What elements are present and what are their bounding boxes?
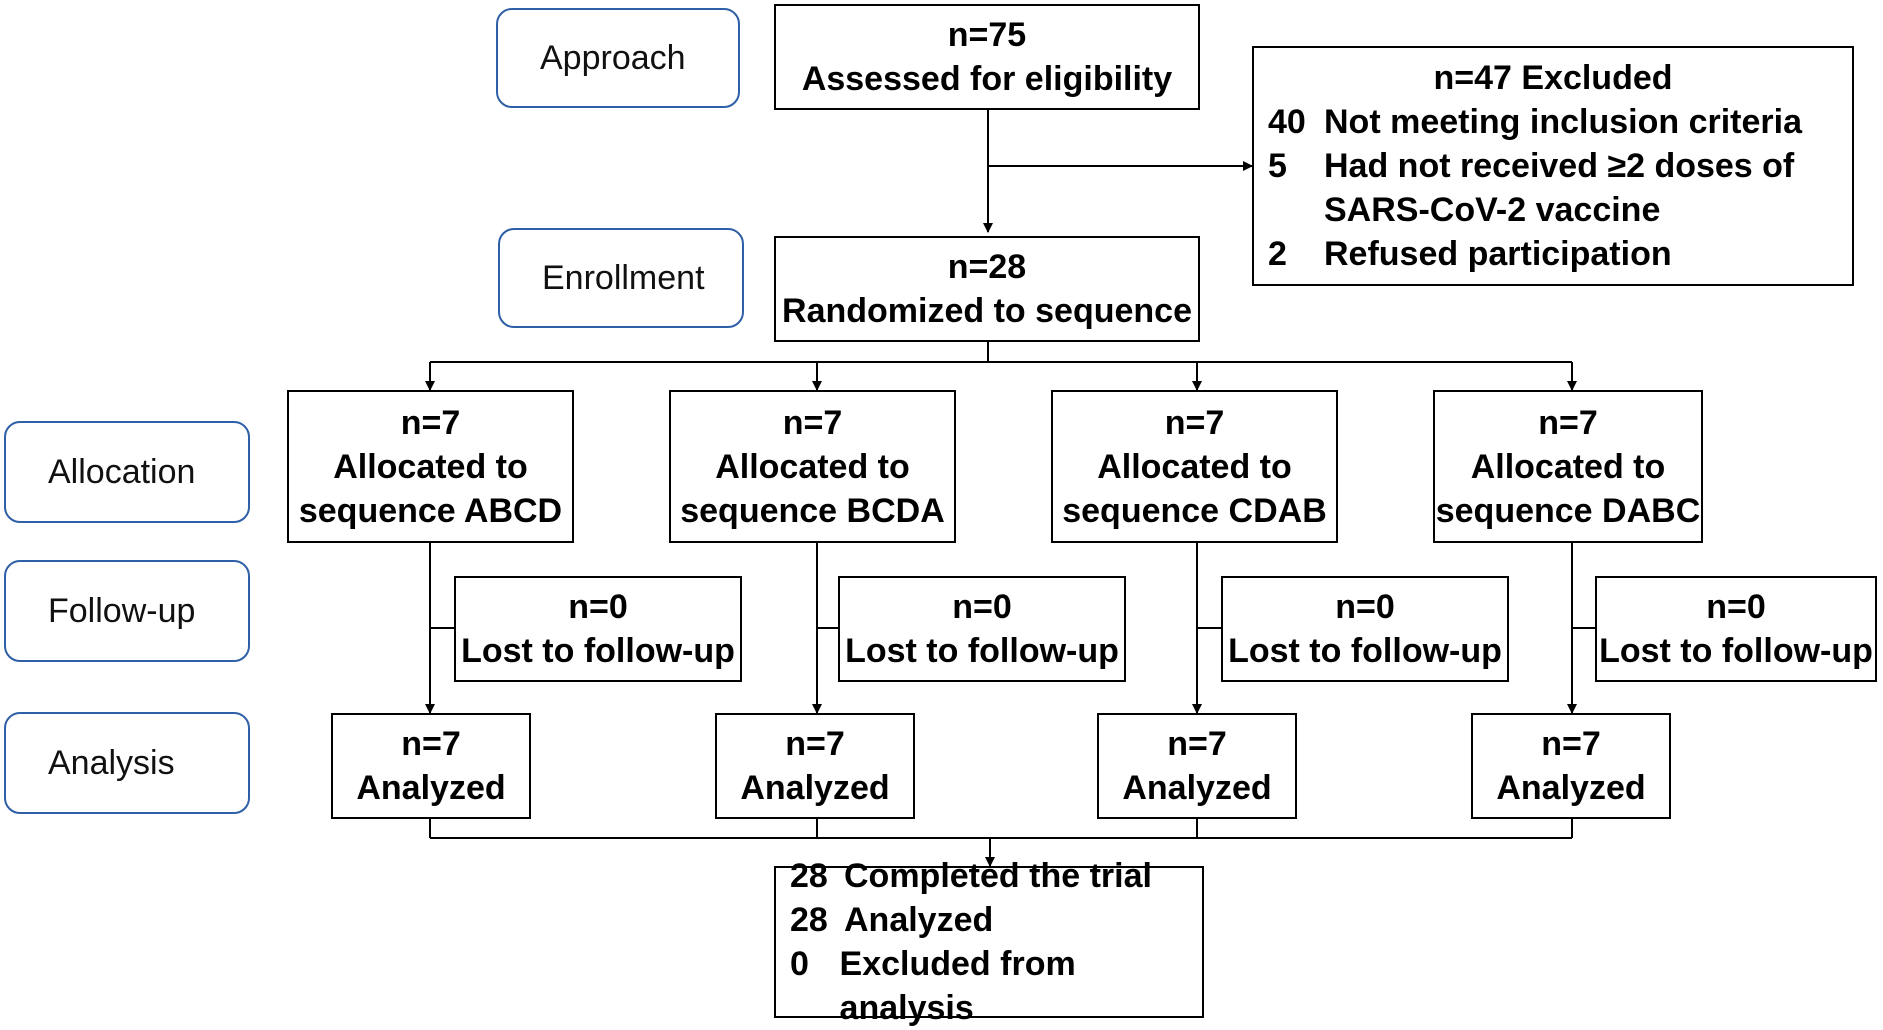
allocation-label: Allocated to [1097, 447, 1292, 486]
analysis-count: n=7 [1541, 725, 1601, 763]
allocation-box-dabc: n=7 Allocated to sequence DABC [1433, 390, 1703, 543]
assessed-count: n=75 [947, 16, 1027, 54]
analysis-box-dabc: n=7 Analyzed [1471, 713, 1671, 819]
allocation-box-bcda: n=7 Allocated to sequence BCDA [669, 390, 956, 543]
allocation-label: Allocated to [1470, 447, 1666, 486]
analysis-count: n=7 [1167, 725, 1227, 763]
randomized-count: n=28 [947, 248, 1027, 286]
allocation-sequence: sequence DABC [1435, 491, 1701, 530]
lost-label: Lost to follow-up [845, 632, 1119, 670]
lost-count: n=0 [1335, 588, 1395, 626]
excluded-title: n=47 Excluded [1433, 59, 1673, 97]
stage-enrollment: Enrollment [498, 228, 744, 328]
lost-label: Lost to follow-up [1599, 632, 1873, 670]
allocation-count: n=7 [400, 403, 461, 442]
final-summary-box: 28 Completed the trial 28 Analyzed 0 Exc… [774, 857, 1204, 1027]
stage-analysis: Analysis [4, 712, 250, 814]
allocation-sequence: sequence ABCD [298, 491, 563, 530]
lost-count: n=0 [568, 588, 628, 626]
lost-count: n=0 [1706, 588, 1766, 626]
stage-follow-up: Follow-up [4, 560, 250, 662]
lost-count: n=0 [952, 588, 1012, 626]
analysis-label: Analyzed [1496, 769, 1646, 807]
allocation-box-cdab: n=7 Allocated to sequence CDAB [1051, 390, 1338, 543]
excluded-item: SARS-CoV-2 vaccine [1324, 191, 1661, 229]
final-item: 0 Excluded from analysis [790, 945, 1076, 1027]
assessed-box: n=75 Assessed for eligibility [774, 4, 1200, 110]
final-item: 28 Completed the trial [790, 857, 1152, 895]
final-item: 28 Analyzed [790, 901, 994, 939]
analysis-label: Analyzed [356, 769, 506, 807]
allocation-sequence: sequence BCDA [680, 491, 945, 530]
excluded-item: 2 Refused participation [1268, 235, 1672, 273]
randomized-box: n=28 Randomized to sequence [774, 236, 1200, 342]
analysis-label: Analyzed [1122, 769, 1272, 807]
analysis-count: n=7 [401, 725, 461, 763]
allocation-count: n=7 [782, 403, 843, 442]
lost-label: Lost to follow-up [1228, 632, 1502, 670]
analysis-count: n=7 [785, 725, 845, 763]
excluded-item: 40 Not meeting inclusion criteria [1268, 103, 1802, 141]
excluded-item: 5 Had not received ≥2 doses of [1268, 147, 1795, 185]
allocation-label: Allocated to [333, 447, 528, 486]
lost-box-dabc: n=0 Lost to follow-up [1595, 576, 1877, 682]
analysis-box-abcd: n=7 Analyzed [331, 713, 531, 819]
stage-allocation: Allocation [4, 421, 250, 523]
excluded-box: n=47 Excluded 40 Not meeting inclusion c… [1252, 46, 1854, 286]
lost-box-bcda: n=0 Lost to follow-up [838, 576, 1126, 682]
allocation-box-abcd: n=7 Allocated to sequence ABCD [287, 390, 574, 543]
analysis-box-bcda: n=7 Analyzed [715, 713, 915, 819]
allocation-sequence: sequence CDAB [1062, 491, 1327, 530]
analysis-label: Analyzed [740, 769, 890, 807]
assessed-label: Assessed for eligibility [801, 60, 1173, 98]
lost-label: Lost to follow-up [461, 632, 735, 670]
allocation-label: Allocated to [715, 447, 910, 486]
analysis-box-cdab: n=7 Analyzed [1097, 713, 1297, 819]
randomized-label: Randomized to sequence [782, 292, 1192, 330]
lost-box-abcd: n=0 Lost to follow-up [454, 576, 742, 682]
lost-box-cdab: n=0 Lost to follow-up [1221, 576, 1509, 682]
stage-approach: Approach [496, 8, 740, 108]
allocation-count: n=7 [1538, 403, 1598, 442]
allocation-count: n=7 [1164, 403, 1225, 442]
